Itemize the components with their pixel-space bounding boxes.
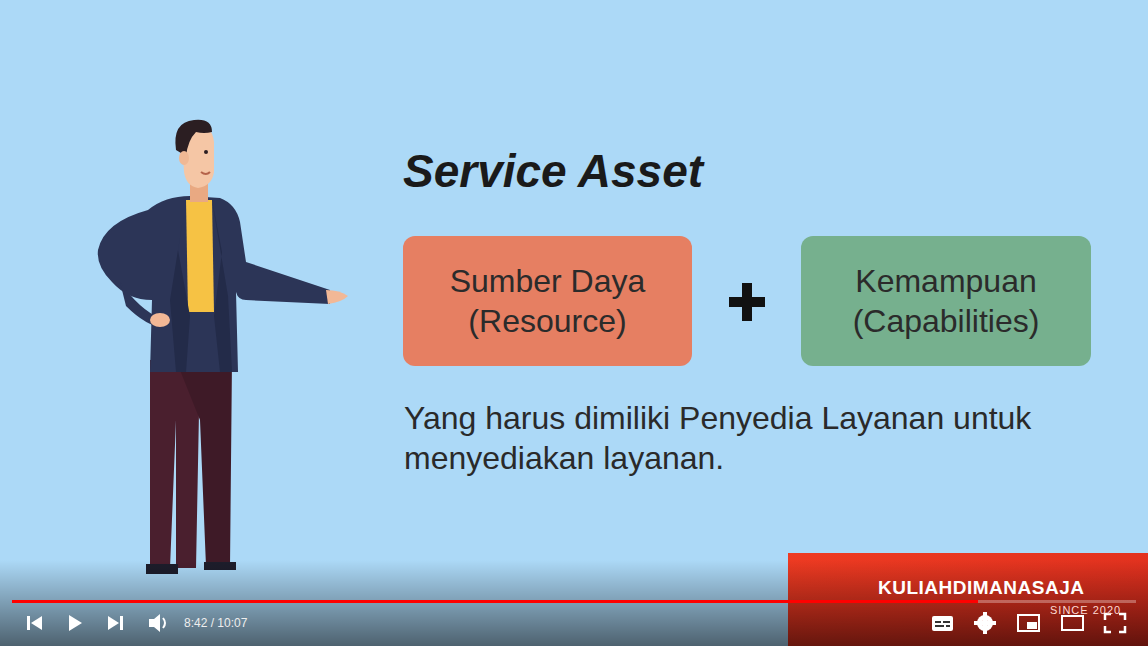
- box-text: Sumber Daya (Resource): [423, 261, 672, 341]
- watermark: KULIAHDIMANASAJA: [878, 578, 1140, 598]
- watermark-since: SINCE 2020: [1050, 604, 1142, 616]
- body-text: Yang harus dimiliki Penyedia Layanan unt…: [404, 398, 1044, 478]
- video-time: 8:42 / 10:07: [184, 616, 304, 630]
- resource-box: Sumber Daya (Resource): [403, 236, 692, 366]
- box-text: Kemampuan (Capabilities): [821, 261, 1071, 341]
- capabilities-box: Kemampuan (Capabilities): [801, 236, 1091, 366]
- slide-title: Service Asset: [403, 144, 703, 198]
